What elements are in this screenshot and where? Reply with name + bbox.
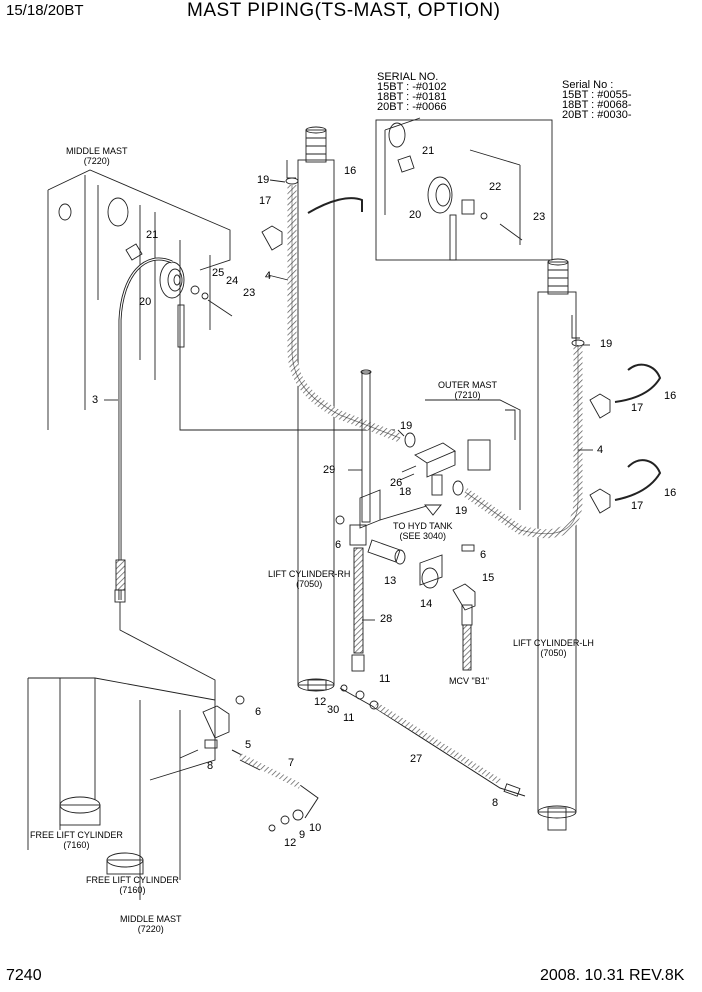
part-number: 11 [343, 712, 355, 724]
label-text: LIFT CYLINDER-LH [513, 638, 594, 648]
part-number: 30 [327, 704, 340, 716]
part-number: 21 [146, 229, 159, 241]
label-code: (7050) [296, 579, 323, 589]
part-number: 20 [409, 209, 422, 221]
lift-cylinder-lh [537, 258, 577, 831]
label-text: OUTER MAST [438, 380, 498, 390]
label-mcv: MCV "B1" [449, 676, 489, 686]
part-number: 23 [533, 211, 546, 223]
part-number: 27 [410, 753, 423, 765]
part-number: 13 [384, 575, 397, 587]
label-code: (7220) [137, 924, 164, 934]
part-number: 20 [139, 296, 152, 308]
hose-3 [118, 257, 173, 600]
part-number: 16 [664, 487, 677, 499]
part-number: 15 [482, 572, 495, 584]
part-number: 8 [492, 797, 499, 809]
part-number: 10 [309, 822, 322, 834]
part-number: 17 [259, 195, 272, 207]
label-text: FREE LIFT CYLINDER [86, 875, 179, 885]
part-number: 17 [631, 402, 644, 414]
label-code: (SEE 3040) [399, 531, 447, 541]
part-number: 19 [600, 338, 613, 350]
part-number: 9 [299, 829, 306, 841]
serial-inset-frame [375, 119, 553, 261]
label-text: FREE LIFT CYLINDER [30, 830, 123, 840]
outer-mast-bracket [379, 399, 521, 521]
part-number: 6 [255, 706, 262, 718]
tee-fitting [399, 432, 464, 516]
part-number: 11 [379, 673, 391, 685]
model-code: 15/18/20BT [6, 2, 84, 19]
label-middle-mast-top: MIDDLE MAST (7220) [66, 146, 128, 166]
part-number: 22 [489, 181, 502, 193]
label-text: MIDDLE MAST [66, 146, 128, 156]
revision-date: 2008. 10.31 REV.8K [540, 967, 685, 984]
part-number: 5 [245, 739, 252, 751]
serial-left-line: 20BT : -#0066 [377, 101, 447, 113]
part-number: 19 [257, 174, 270, 186]
part-number: 4 [265, 270, 272, 282]
label-lift-cylinder-lh: LIFT CYLINDER-LH (7050) [513, 638, 594, 658]
part-number: 6 [335, 539, 342, 551]
label-middle-mast-bottom: MIDDLE MAST (7220) [120, 914, 182, 934]
serial-right-line: 15BT : #0055- [562, 89, 632, 101]
part-number: 25 [212, 267, 225, 279]
part-number: 28 [380, 613, 393, 625]
page-number: 7240 [6, 967, 42, 984]
serial-left-line: 15BT : -#0102 [377, 81, 447, 93]
label-code: (7050) [540, 648, 567, 658]
serial-left-line: 18BT : -#0181 [377, 91, 447, 103]
part-number: 29 [323, 464, 336, 476]
serial-left-block: SERIAL NO. 15BT : -#0102 18BT : -#0181 2… [377, 71, 447, 113]
label-code: (7160) [119, 885, 146, 895]
part-number: 4 [597, 444, 604, 456]
label-free-lift-cylinder-2: FREE LIFT CYLINDER (7160) [86, 875, 179, 895]
label-text: TO HYD TANK [393, 521, 453, 531]
serial-right-line: 20BT : #0030- [562, 109, 632, 121]
serial-left-title: SERIAL NO. [377, 71, 439, 83]
part-number: 16 [664, 390, 677, 402]
serial-right-block: Serial No : 15BT : #0055- 18BT : #0068- … [562, 79, 632, 121]
part-number: 8 [207, 760, 214, 772]
label-code: (7160) [63, 840, 90, 850]
part-number: 19 [455, 505, 468, 517]
label-code: (7220) [83, 156, 110, 166]
part-number: 6 [480, 549, 487, 561]
part-number: 3 [92, 394, 99, 406]
label-text: MIDDLE MAST [120, 914, 182, 924]
page-title: MAST PIPING(TS-MAST, OPTION) [187, 0, 501, 21]
part-number: 12 [314, 696, 327, 708]
part-number: 19 [400, 420, 413, 432]
lift-cylinder-rh [297, 126, 335, 692]
free-lift-cylinder [27, 677, 216, 900]
label-lift-cylinder-rh: LIFT CYLINDER-RH (7050) [268, 569, 350, 589]
label-text: LIFT CYLINDER-RH [268, 569, 351, 579]
label-code: (7210) [454, 390, 481, 400]
label-outer-mast: OUTER MAST (7210) [438, 380, 497, 400]
part-number: 23 [243, 287, 256, 299]
serial-right-line: 18BT : #0068- [562, 99, 632, 111]
part-number: 24 [226, 275, 239, 287]
part-number: 7 [288, 757, 295, 769]
label-to-hyd-tank: TO HYD TANK (SEE 3040) [393, 521, 453, 541]
part-number: 17 [631, 500, 644, 512]
part-number: 18 [399, 486, 412, 498]
part-number: 16 [344, 165, 357, 177]
part-number: 14 [420, 598, 433, 610]
part-number: 26 [390, 477, 403, 489]
label-free-lift-cylinder-1: FREE LIFT CYLINDER (7160) [30, 830, 123, 850]
middle-mast-frame [47, 169, 395, 431]
part-number: 21 [422, 145, 435, 157]
serial-right-title: Serial No : [562, 79, 614, 91]
part-number: 12 [284, 837, 297, 849]
